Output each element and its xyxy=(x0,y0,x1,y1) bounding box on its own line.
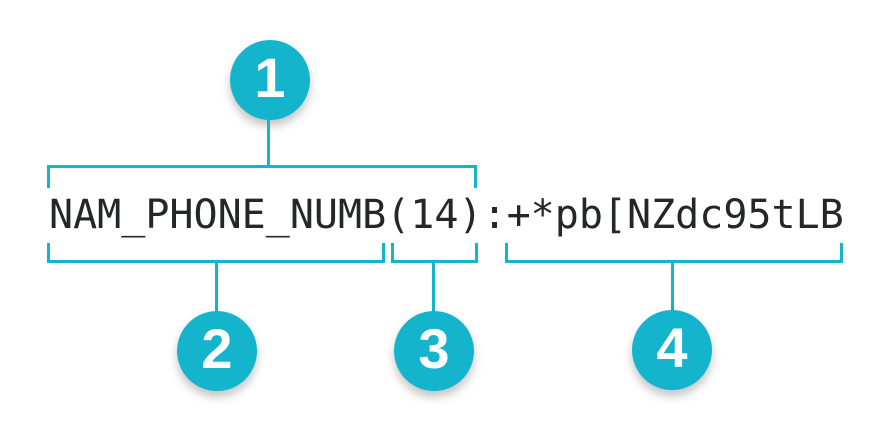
bracket-token-name xyxy=(47,243,385,263)
token-string: NAM_PHONE_NUMB(14):+*pb[NZdc95tLB xyxy=(49,191,844,239)
callout-2-connector-line xyxy=(215,263,218,312)
callout-4-circle: 4 xyxy=(632,310,712,390)
bracket-token-value xyxy=(505,243,843,263)
callout-3-number: 3 xyxy=(418,317,450,380)
token-value-text: +*pb[NZdc95tLB xyxy=(506,192,844,238)
bracket-token-length xyxy=(391,243,478,263)
callout-1-number: 1 xyxy=(254,46,286,109)
callout-2-number: 2 xyxy=(201,317,233,380)
callout-3-connector-line xyxy=(432,263,435,312)
token-separator-text: : xyxy=(482,192,507,238)
callout-3-circle: 3 xyxy=(394,311,474,391)
callout-4-connector-line xyxy=(671,263,674,312)
callout-1-connector-line xyxy=(267,117,270,165)
bracket-name-and-length xyxy=(47,165,477,188)
callout-4-number: 4 xyxy=(656,316,688,379)
callout-1-circle: 1 xyxy=(230,40,310,120)
token-length-text: (14) xyxy=(386,192,483,238)
callout-2-circle: 2 xyxy=(177,311,257,391)
token-name-text: NAM_PHONE_NUMB xyxy=(49,192,387,238)
